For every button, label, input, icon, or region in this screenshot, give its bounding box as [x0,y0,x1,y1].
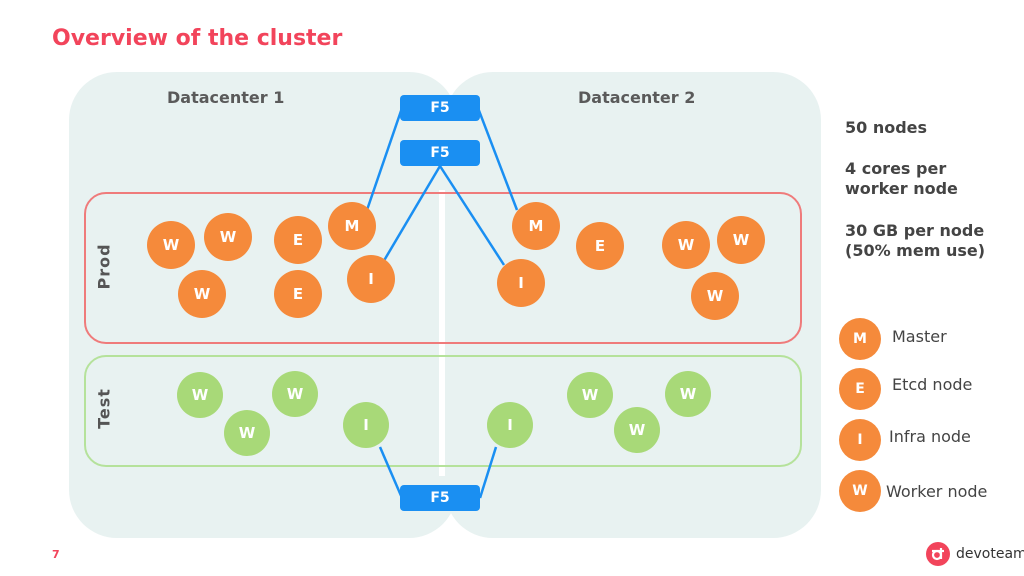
test-dc2-worker-node: W [614,407,660,453]
test-dc1-worker-node: W [224,410,270,456]
test-dc1-infra-node: I [343,402,389,448]
page-number: 7 [52,548,60,561]
prod-zone [84,192,802,344]
test-dc1-worker-node: W [177,372,223,418]
test-zone [84,355,802,467]
datacenter-2-label: Datacenter 2 [578,88,696,107]
devoteam-logo: devoteam [926,542,1024,566]
legend-worker-icon: W [839,470,881,512]
f5-load-balancer-middle: F5 [400,140,480,166]
test-dc2-worker-node: W [665,371,711,417]
prod-dc2-master-node: M [512,202,560,250]
legend-master-icon: M [839,318,881,360]
link-f5-bottom-to-infra-test-dc1 [378,446,404,499]
datacenter-1-label: Datacenter 1 [167,88,285,107]
prod-dc2-worker-node: W [691,272,739,320]
prod-dc1-worker-node: W [178,270,226,318]
stat-node-count: 50 nodes [845,118,928,137]
link-f5-mid-to-infra-dc2 [438,165,506,266]
legend-infra-label: Infra node [889,427,971,446]
stat-cores-line2: worker node [845,179,958,198]
legend-master-label: Master [892,327,947,346]
stat-cores-line1: 4 cores per [845,159,947,178]
datacenter-2-area [445,72,821,538]
prod-dc1-etcd-node: E [274,216,322,264]
prod-dc2-worker-node: W [662,221,710,269]
prod-dc1-master-node: M [328,202,376,250]
legend-infra-icon: I [839,419,881,461]
prod-dc1-worker-node: W [147,221,195,269]
test-dc2-worker-node: W [567,372,613,418]
f5-load-balancer-top: F5 [400,95,480,121]
devoteam-logo-icon [926,542,950,566]
datacenter-divider [439,190,445,476]
link-f5-mid-to-infra-dc1 [380,165,442,265]
legend-etcd-label: Etcd node [892,375,973,394]
stat-memory-line1: 30 GB per node [845,221,985,240]
f5-load-balancer-bottom: F5 [400,485,480,511]
legend-etcd-icon: E [839,368,881,410]
prod-dc2-infra-node: I [497,259,545,307]
test-dc2-infra-node: I [487,402,533,448]
link-f5-bottom-to-infra-test-dc2 [478,446,498,499]
stat-memory-line2: (50% mem use) [845,241,986,260]
devoteam-logo-text: devoteam [956,546,1024,562]
legend-worker-label: Worker node [886,482,988,501]
page-title: Overview of the cluster [52,26,343,51]
link-f5-top-to-master-dc2 [476,107,519,211]
prod-dc1-infra-node: I [347,255,395,303]
link-f5-top-to-master-dc1 [365,107,404,211]
prod-dc1-etcd-node: E [274,270,322,318]
prod-dc2-worker-node: W [717,216,765,264]
prod-dc2-etcd-node: E [576,222,624,270]
prod-dc1-worker-node: W [204,213,252,261]
datacenter-1-area [69,72,457,538]
test-dc1-worker-node: W [272,371,318,417]
